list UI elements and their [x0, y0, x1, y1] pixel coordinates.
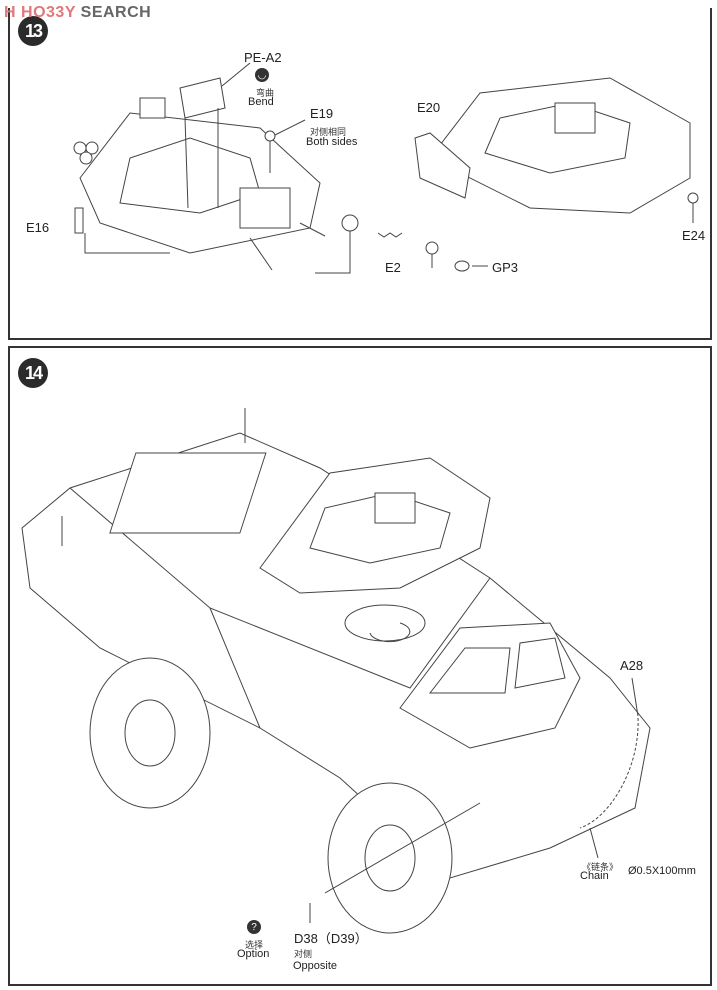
both-sides-label-cn: 对侧相同	[310, 127, 347, 137]
logo-text: HO33Y	[21, 4, 76, 21]
part-label-e24: E24	[682, 228, 706, 243]
chain-label: Chain	[580, 870, 609, 882]
bend-icon: ◡	[255, 68, 269, 82]
option-label: Option	[237, 948, 270, 960]
step-13-panel: 13 PE-A2 ◡ 弯曲 Bend E19 对侧相同 Both sides E…	[8, 8, 712, 340]
option-icon: ?	[247, 920, 261, 934]
opposite-label: Opposite	[293, 960, 338, 972]
part-label-a28: A28	[620, 658, 644, 673]
part-label-d38-d39: D38（D39）	[294, 931, 368, 946]
bend-label: Bend	[248, 96, 274, 108]
option-label-cn: 选择	[245, 940, 264, 950]
part-label-e19: E19	[310, 106, 334, 121]
logo-text-search: SEARCH	[75, 4, 152, 21]
bend-label-cn: 弯曲	[256, 88, 275, 98]
chain-spec: Ø0.5X100mm	[628, 865, 696, 877]
chain-label-cn: 《链条》	[582, 862, 619, 872]
both-sides-label: Both sides	[306, 136, 358, 148]
part-label-pe-a2: PE-A2	[244, 50, 282, 65]
hobby-search-watermark: H HO33Y SEARCH	[4, 4, 151, 22]
step-14-vehicle-drawing	[21, 408, 651, 934]
step-13-turret-drawing	[73, 62, 699, 274]
step-13-number: 13	[18, 16, 48, 46]
part-label-e16: E16	[26, 220, 50, 235]
part-label-e2: E2	[385, 260, 401, 275]
step-14-panel: 14 A28 《链条》 Chain Ø0.5X100mm ? 选择 Option…	[8, 346, 712, 986]
part-label-gp3: GP3	[492, 260, 519, 275]
step-14-number: 14	[18, 358, 48, 388]
logo-mark: H	[4, 4, 17, 21]
part-label-e20: E20	[417, 100, 441, 115]
opposite-label-cn: 对侧	[294, 949, 313, 959]
